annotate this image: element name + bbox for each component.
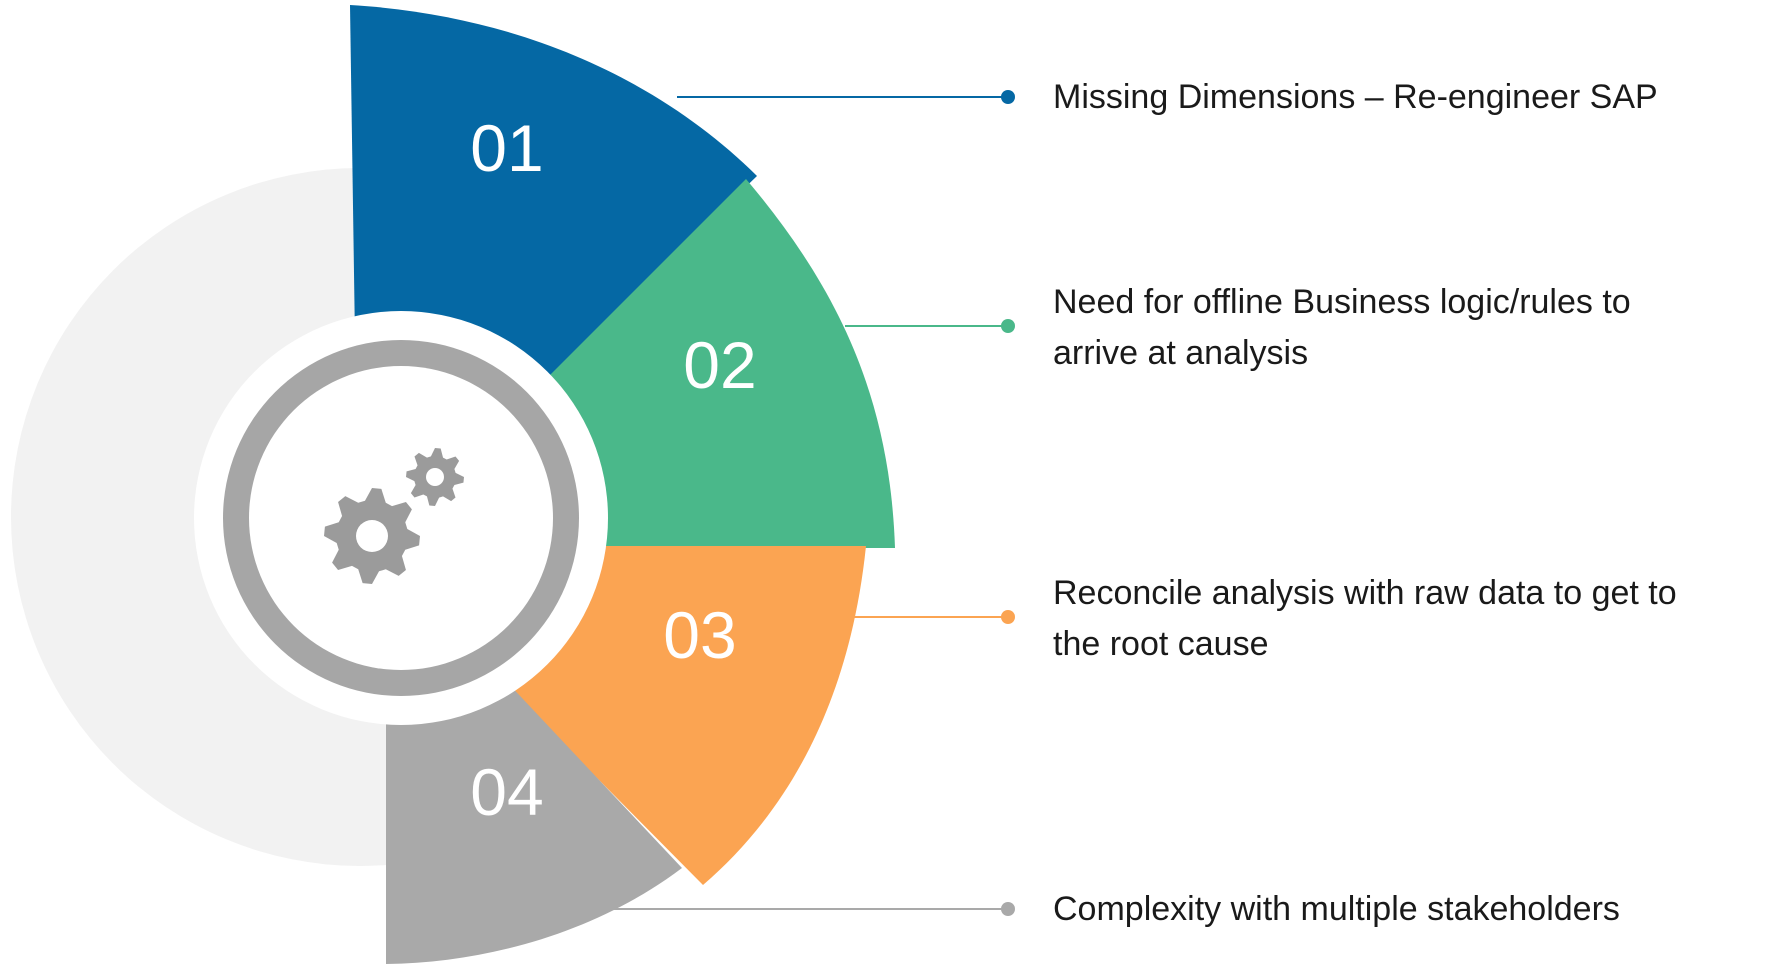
segment-03[interactable]: [500, 546, 866, 885]
gears-icon: [324, 448, 464, 584]
label-03-line-2: the root cause: [1053, 625, 1268, 663]
label-01: Missing Dimensions – Re-engineer SAP: [1053, 78, 1658, 116]
label-04: Complexity with multiple stakeholders: [1053, 890, 1620, 928]
label-02: Need for offline Business logic/rules to…: [1053, 283, 1640, 372]
segment-number-01: 01: [470, 111, 543, 185]
segment-01[interactable]: [350, 5, 757, 385]
segment-02[interactable]: [540, 179, 895, 548]
label-01-line-1: Missing Dimensions – Re-engineer SAP: [1053, 78, 1658, 116]
connector-dot-02: [1001, 319, 1015, 333]
label-03-line-1: Reconcile analysis with raw data to get …: [1053, 574, 1677, 612]
connector-dot-01: [1001, 90, 1015, 104]
segment-04[interactable]: [386, 680, 682, 964]
label-03: Reconcile analysis with raw data to get …: [1053, 574, 1686, 663]
large-gear-icon-hole: [356, 520, 388, 552]
connector-dot-04: [1001, 902, 1015, 916]
segment-number-02: 02: [683, 328, 756, 402]
segment-number-04: 04: [470, 755, 543, 829]
label-02-line-1: Need for offline Business logic/rules to: [1053, 283, 1631, 321]
small-gear-icon-hole: [426, 468, 444, 486]
segment-number-03: 03: [663, 598, 736, 672]
label-02-line-2: arrive at analysis: [1053, 334, 1308, 372]
label-04-line-1: Complexity with multiple stakeholders: [1053, 890, 1620, 928]
connector-dot-03: [1001, 610, 1015, 624]
